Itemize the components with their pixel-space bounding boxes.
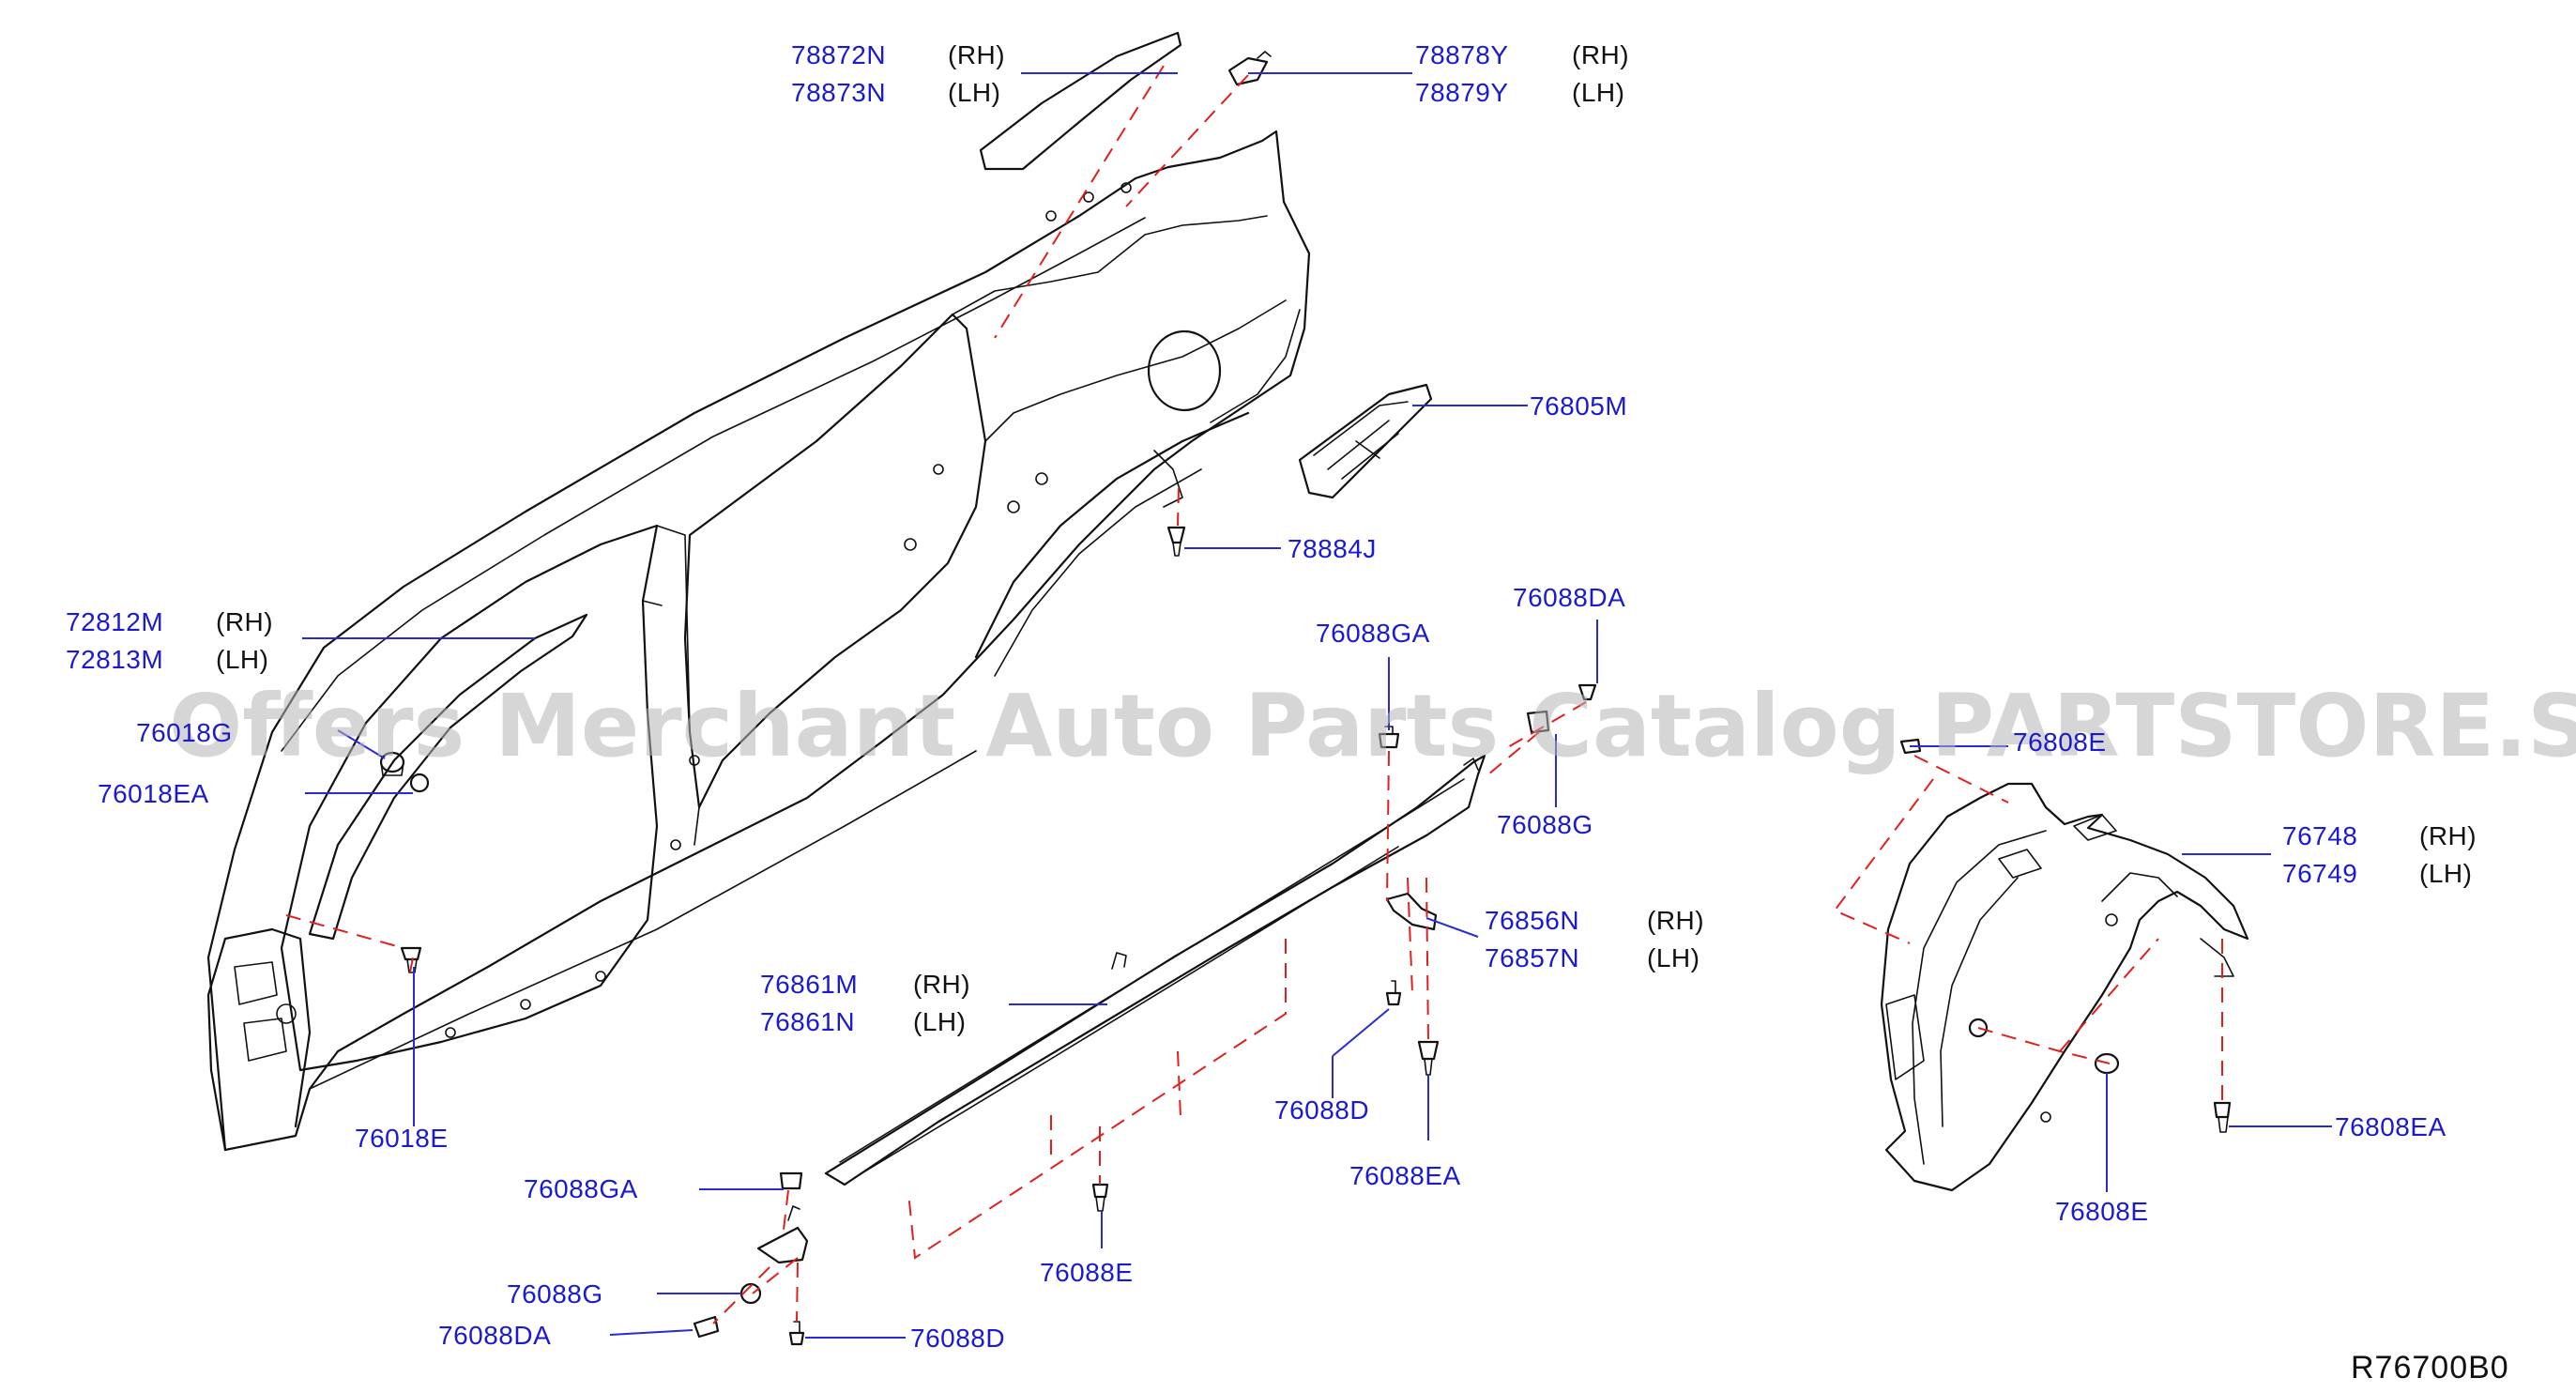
roof-molding-78872n	[979, 31, 1182, 171]
part-label-76088d-bot[interactable]: 76088D	[910, 1324, 1005, 1353]
part-label-78878y[interactable]: 78878Y	[1415, 40, 1509, 69]
callouts: 78872N (RH) 78873N (LH) 78878Y (RH) 7887…	[66, 40, 2477, 1353]
part-label-76088g-bot[interactable]: 76088G	[507, 1279, 603, 1309]
plugs-76018	[379, 751, 430, 973]
side-label-72813m: (LH)	[216, 645, 268, 674]
part-label-76857n[interactable]: 76857N	[1485, 943, 1579, 972]
side-label-76861m: (RH)	[913, 970, 970, 999]
part-label-76856n[interactable]: 76856N	[1485, 906, 1579, 935]
side-label-78879y: (LH)	[1572, 78, 1624, 107]
part-label-76861n[interactable]: 76861N	[760, 1007, 855, 1036]
part-label-76808e-top[interactable]: 76808E	[2013, 727, 2107, 757]
side-label-72812m: (RH)	[216, 607, 273, 636]
part-label-76088ga-top[interactable]: 76088GA	[1316, 619, 1430, 648]
part-label-76749[interactable]: 76749	[2282, 859, 2357, 888]
side-label-76861n: (LH)	[913, 1007, 966, 1036]
part-label-76018g[interactable]: 76018G	[136, 718, 233, 747]
part-label-72813m[interactable]: 72813M	[66, 645, 163, 674]
leader-lines	[302, 72, 2332, 1339]
body-side-outer-panel	[206, 130, 1311, 1152]
diagram-code: R76700B0	[2351, 1350, 2509, 1385]
part-label-76088e[interactable]: 76088E	[1040, 1258, 1134, 1287]
part-label-76748[interactable]: 76748	[2282, 821, 2357, 850]
wheel-house-liner-76748	[1880, 738, 2249, 1192]
part-label-76088da-top[interactable]: 76088DA	[1513, 583, 1625, 612]
side-label-76749: (LH)	[2419, 859, 2472, 888]
part-label-78873n[interactable]: 78873N	[791, 78, 886, 107]
part-label-76088ga-bot[interactable]: 76088GA	[524, 1174, 638, 1203]
side-label-76856n: (RH)	[1647, 906, 1704, 935]
sill-molding-76861m	[756, 754, 1486, 1264]
side-label-78872n: (RH)	[948, 40, 1005, 69]
part-label-76808ea[interactable]: 76808EA	[2335, 1112, 2446, 1141]
part-label-78879y[interactable]: 78879Y	[1415, 78, 1509, 107]
part-label-76088g-top[interactable]: 76088G	[1497, 810, 1593, 839]
part-label-76808e-bot[interactable]: 76808E	[2055, 1197, 2149, 1226]
part-label-76088ea[interactable]: 76088EA	[1349, 1161, 1461, 1190]
seal-72812m	[308, 613, 588, 941]
watermark: Offers Merchant Auto Parts Catalog PARTS…	[169, 676, 2576, 776]
part-label-72812m[interactable]: 72812M	[66, 607, 163, 636]
part-label-78872n[interactable]: 78872N	[791, 40, 886, 69]
part-label-78884j[interactable]: 78884J	[1288, 534, 1377, 563]
part-label-76805m[interactable]: 76805M	[1530, 391, 1627, 421]
part-label-76018ea[interactable]: 76018EA	[98, 779, 209, 808]
side-label-76748: (RH)	[2419, 821, 2477, 850]
part-label-76861m[interactable]: 76861M	[760, 970, 858, 999]
side-label-78878y: (RH)	[1572, 40, 1629, 69]
part-label-76018e[interactable]: 76018E	[355, 1124, 449, 1153]
clip-78884j	[1166, 526, 1186, 557]
assembly-lines	[285, 65, 2223, 1324]
air-box-76805m	[1298, 383, 1433, 499]
side-label-76857n: (LH)	[1647, 943, 1700, 972]
part-label-76088da-bot[interactable]: 76088DA	[438, 1321, 551, 1350]
part-label-76088d-mid[interactable]: 76088D	[1274, 1095, 1369, 1125]
clip-78878y	[1227, 51, 1272, 86]
side-label-78873n: (LH)	[948, 78, 1000, 107]
sill-fasteners	[693, 683, 1597, 1346]
